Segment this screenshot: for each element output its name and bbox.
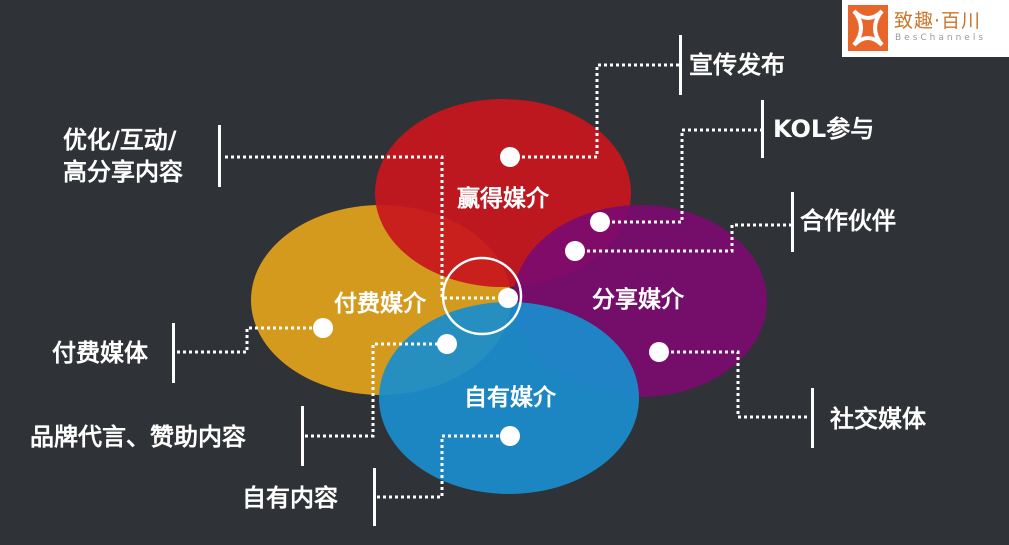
connector-owned-content bbox=[377, 434, 510, 499]
connector-kol bbox=[600, 128, 762, 224]
connector-publicity bbox=[510, 63, 680, 159]
paid-media-label: 付费媒介 bbox=[334, 290, 427, 317]
social-media-bar bbox=[811, 388, 814, 448]
partners-label: 合作伙伴 bbox=[800, 207, 896, 235]
sponsorship-bar bbox=[301, 406, 304, 466]
owned-content-bar bbox=[373, 468, 376, 526]
kol-label: KOL参与 bbox=[773, 115, 875, 143]
node-kol bbox=[590, 212, 610, 232]
paid-media-bar bbox=[172, 323, 175, 383]
logo-subtitle: BesChannels bbox=[895, 33, 987, 43]
owned-media-label: 自有媒介 bbox=[464, 384, 557, 411]
node-paid-media bbox=[313, 318, 333, 338]
node-social-media bbox=[649, 342, 669, 362]
optimize-bar bbox=[218, 125, 221, 187]
partners-bar bbox=[791, 192, 794, 252]
connector-partners bbox=[575, 223, 792, 253]
logo-mark-icon bbox=[848, 5, 888, 51]
social-media-label: 社交媒体 bbox=[830, 405, 926, 433]
paid-media-side-label: 付费媒体 bbox=[52, 339, 148, 367]
optimize-label-line2: 高分享内容 bbox=[63, 158, 183, 186]
shared-media-label: 分享媒介 bbox=[592, 286, 685, 313]
kol-bar bbox=[761, 100, 764, 158]
logo-title: 致趣·百川 bbox=[894, 10, 982, 32]
brand-logo: 致趣·百川 BesChannels bbox=[842, 0, 1009, 57]
publicity-bar bbox=[679, 35, 682, 95]
node-center bbox=[498, 288, 518, 308]
optimize-label-line1: 优化/互动/ bbox=[63, 126, 177, 154]
node-partners bbox=[565, 241, 585, 261]
owned-content-label: 自有内容 bbox=[242, 484, 338, 512]
connector-optimize bbox=[225, 155, 508, 300]
sponsorship-label: 品牌代言、赞助内容 bbox=[30, 423, 246, 451]
earned-media-label: 赢得媒介 bbox=[457, 185, 550, 212]
center-ring bbox=[441, 256, 523, 336]
node-sponsorship bbox=[437, 334, 457, 354]
publicity-label: 宣传发布 bbox=[689, 51, 785, 79]
node-publicity bbox=[500, 147, 520, 167]
connector-sponsorship bbox=[305, 342, 447, 438]
node-owned-content bbox=[500, 426, 520, 446]
connector-paid-media bbox=[177, 326, 323, 354]
